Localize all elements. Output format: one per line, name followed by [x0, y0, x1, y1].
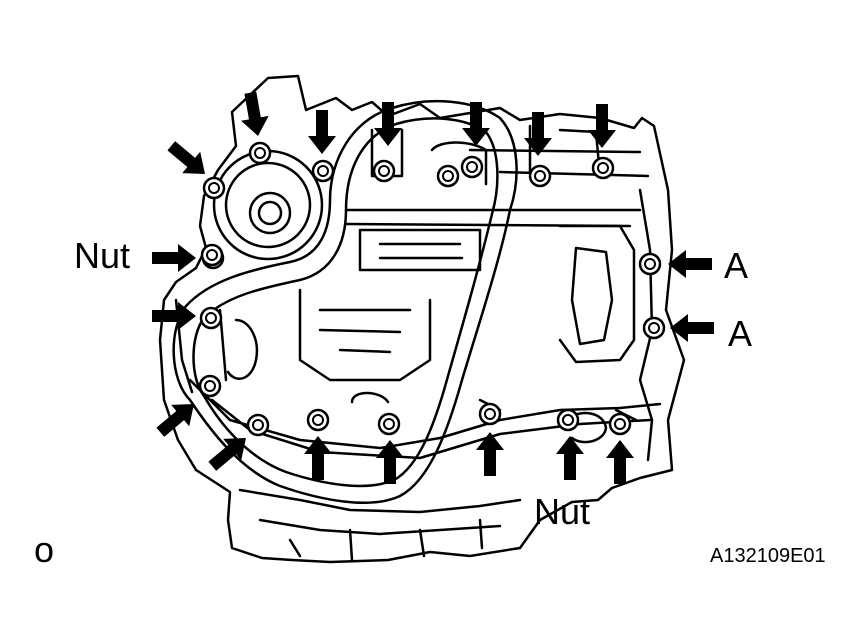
top-bumps	[370, 124, 602, 186]
bottom-detail	[238, 488, 522, 562]
bolt-head	[198, 374, 222, 398]
bolt-head	[460, 155, 484, 179]
bolt-head	[202, 176, 226, 200]
a-label-lower: A	[728, 313, 752, 354]
bolt-head	[478, 402, 502, 426]
callout-arrow	[668, 250, 712, 278]
callout-arrow	[152, 302, 196, 330]
callout-arrow	[588, 104, 616, 148]
bolt-head	[199, 306, 223, 330]
bolt-group	[198, 141, 666, 437]
callout-arrow	[524, 112, 552, 156]
callout-arrow	[462, 102, 490, 146]
callout-arrow	[476, 432, 504, 476]
water-pump-center	[257, 200, 283, 226]
callout-arrow	[167, 141, 205, 174]
figure-id: A132109E01	[710, 545, 826, 567]
upper-rail	[344, 148, 650, 228]
timing-cover-gasket	[172, 99, 518, 504]
a-label-upper: A	[724, 245, 748, 286]
nut-label-bottom: Nut	[534, 491, 590, 532]
arrow-group	[152, 91, 714, 484]
bolt-head	[306, 408, 330, 432]
callout-arrow	[374, 102, 402, 146]
bolt-head	[638, 252, 662, 276]
bolt-head	[246, 413, 270, 437]
timing-cover-gasket-inner	[192, 117, 499, 488]
callout-arrow	[241, 91, 269, 136]
callout-arrow	[156, 404, 194, 437]
engine-block-drawing	[158, 74, 686, 564]
nut-label-left: Nut	[74, 235, 130, 276]
bolt-head	[311, 159, 335, 183]
callout-arrow	[670, 314, 714, 342]
water-pump-outer	[212, 149, 324, 261]
central-ribs	[298, 228, 482, 382]
corner-mark: o	[34, 529, 54, 570]
bolt-head	[377, 412, 401, 436]
bolt-head	[372, 159, 396, 183]
callout-arrow	[308, 110, 336, 154]
bolt-head	[436, 164, 460, 188]
bolt-head	[556, 408, 580, 432]
bolt-head	[591, 156, 615, 180]
bolt-head	[528, 164, 552, 188]
callout-arrow	[556, 436, 584, 480]
callout-arrow	[208, 438, 246, 471]
bolt-head	[248, 141, 272, 165]
water-pump-ring	[224, 161, 312, 249]
bolt-head	[608, 412, 632, 436]
pan-bosses	[350, 391, 638, 444]
callout-arrow	[376, 440, 404, 484]
callout-arrow	[152, 244, 196, 272]
bolt-head	[200, 243, 224, 267]
bolt-head	[642, 316, 666, 340]
right-edge-rail	[638, 188, 654, 462]
callout-arrow	[606, 440, 634, 484]
right-side-panel	[558, 224, 636, 364]
water-pump-hub	[248, 191, 292, 235]
callout-arrow	[304, 436, 332, 480]
